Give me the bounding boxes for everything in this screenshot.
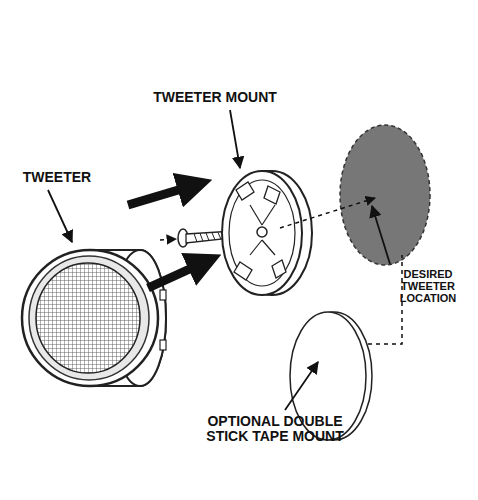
part-label: DESIRED TWEETER LOCATION: [385, 268, 471, 304]
part-label: OPTIONAL DOUBLE STICK TAPE MOUNT: [200, 414, 350, 445]
leader-line: [48, 110, 390, 410]
tweeter-mount: [222, 171, 312, 295]
part-label: TWEETER MOUNT: [140, 90, 290, 105]
mount-location: [340, 125, 430, 265]
tweeter-body: [22, 250, 166, 386]
part-label: TWEETER: [12, 170, 102, 185]
guide-line: [160, 198, 402, 344]
motion-arrow: [128, 185, 205, 288]
